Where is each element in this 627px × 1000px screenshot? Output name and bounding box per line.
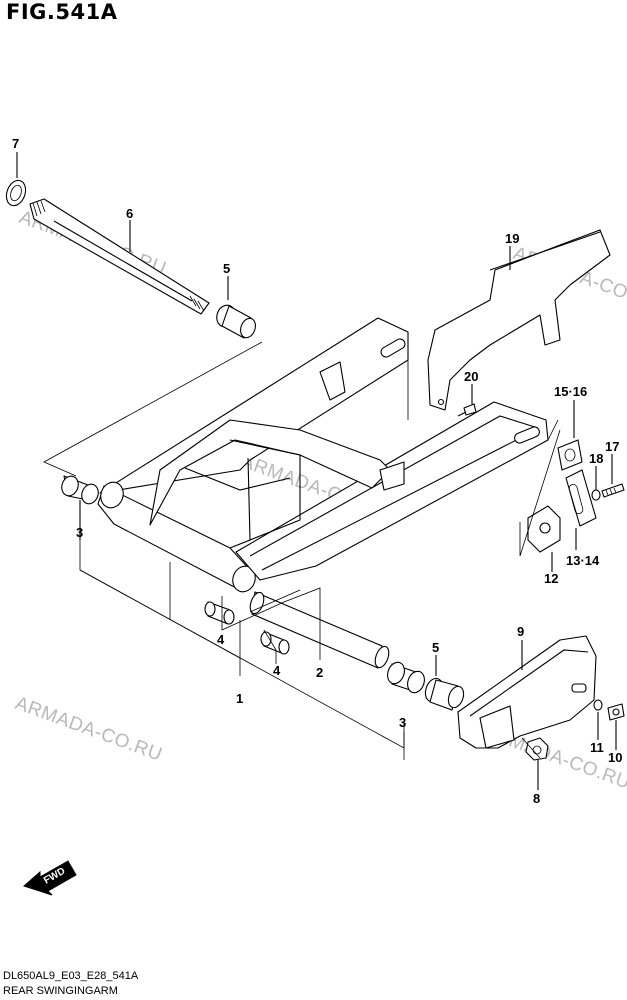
fwd-arrow-icon: FWD <box>23 860 77 896</box>
part-5-upper-collar <box>216 304 256 339</box>
callout-20: 20 <box>464 369 478 384</box>
figure-title: FIG.541A <box>6 0 118 24</box>
watermark-4: ARMADA-CO.RU <box>12 693 165 766</box>
callout-3-left: 3 <box>76 525 83 540</box>
callout-17: 17 <box>605 439 619 454</box>
callout-6: 6 <box>126 206 133 221</box>
callout-19: 19 <box>505 231 519 246</box>
part-5-lower-collar <box>424 677 465 711</box>
callout-2: 2 <box>316 665 323 680</box>
callout-10: 10 <box>608 750 622 765</box>
callout-1: 1 <box>236 691 243 706</box>
callout-18: 18 <box>589 451 603 466</box>
callout-4-upper: 4 <box>217 632 225 647</box>
callout-11: 11 <box>590 740 604 755</box>
callout-8: 8 <box>533 791 540 806</box>
callout-3-right: 3 <box>399 715 406 730</box>
callout-12: 12 <box>544 571 558 586</box>
part-20-bolt <box>457 403 477 417</box>
callout-15-16: 15·16 <box>554 384 587 399</box>
part-3-bearing-left <box>61 475 99 505</box>
part-10-bolt <box>607 703 625 721</box>
part-4-bushing-upper <box>204 601 235 625</box>
callout-13-14: 13·14 <box>566 553 600 568</box>
part-7-cap <box>5 179 27 207</box>
part-13-14-adjuster-plate <box>565 469 597 527</box>
part-4-bushing-lower <box>260 631 290 655</box>
callout-7: 7 <box>12 136 19 151</box>
part-1-swingarm <box>97 317 549 593</box>
diagram-code: DL650AL9_E03_E28_541A <box>3 970 139 982</box>
part-9-chain-cover <box>457 635 597 749</box>
part-19-chain-guard <box>427 229 611 411</box>
part-2-tube <box>249 591 390 669</box>
part-17-bolt <box>601 483 625 498</box>
callout-9: 9 <box>517 624 524 639</box>
callout-4-lower: 4 <box>273 663 281 678</box>
leader-lines <box>16 152 617 790</box>
part-18-nut <box>591 489 601 501</box>
part-15-16-plate <box>557 439 583 471</box>
diagram-description: REAR SWINGINGARM <box>3 985 118 997</box>
part-3-bearing-right <box>387 661 425 694</box>
callout-5-lower: 5 <box>432 640 439 655</box>
part-11-nut <box>593 699 603 711</box>
callout-5-upper: 5 <box>223 261 230 276</box>
part-6-pivot-shaft <box>29 198 210 315</box>
part-12-adjuster-block <box>527 505 561 553</box>
